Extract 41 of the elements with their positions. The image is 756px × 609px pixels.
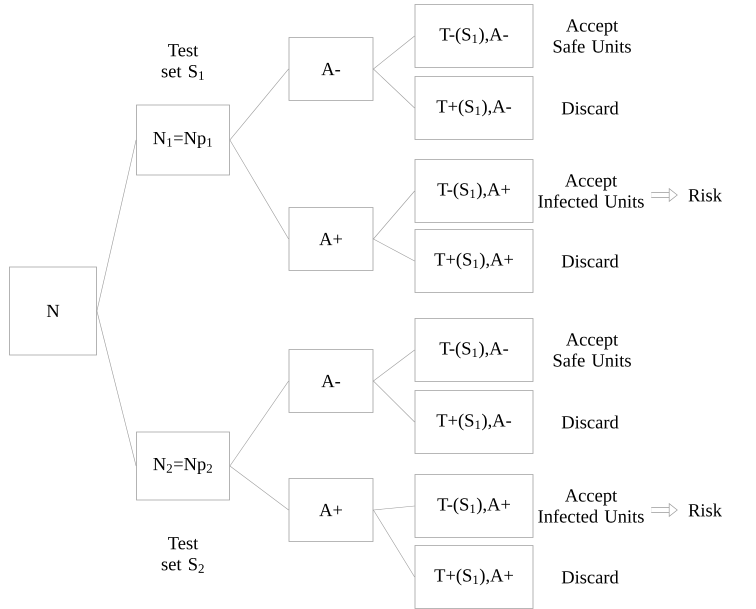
outcome-label: Risk [688, 188, 722, 202]
tree-box: T+(S$_{1}$),A+ [414, 229, 534, 293]
tree-box: T+(S$_{1}$),A- [414, 390, 534, 454]
side-label: Accept Safe Units [554, 333, 631, 367]
tree-box: N$_{2}$=Np$_{2}$ [136, 432, 230, 500]
side-label: Discard [562, 570, 619, 584]
outcome-label: Accept Infected Units [538, 489, 644, 523]
tree-box: A- [288, 349, 374, 413]
tree-box: T-(S$_{1}$),A- [414, 4, 534, 68]
tree-box: N [9, 266, 97, 356]
connector-line [373, 380, 415, 422]
connector-line [96, 310, 136, 466]
connector-line [373, 238, 415, 262]
connector-line [373, 506, 415, 510]
side-label: Discard [562, 101, 619, 114]
connector-line [230, 68, 289, 140]
outcome-label: Risk [688, 503, 722, 516]
tree-box: T+(S$_{1}$),A- [414, 76, 534, 140]
side-label: Accept Safe Units [554, 19, 631, 53]
connector-line [230, 380, 289, 466]
connector-line [373, 350, 415, 382]
tree-box: T-(S$_{1}$),A+ [414, 474, 534, 538]
connector-line [96, 140, 136, 312]
connector-line [373, 510, 415, 578]
connector-line [373, 36, 415, 70]
side-label: Test set S$_{2}$ [162, 537, 204, 573]
side-label: Discard [562, 415, 619, 428]
tree-box: A- [288, 37, 374, 101]
connector-line [230, 466, 289, 510]
side-label: Test set S$_{1}$ [162, 44, 204, 80]
tree-box: T+(S$_{1}$),A+ [414, 545, 534, 609]
connector-line [230, 140, 289, 240]
connector-line [373, 68, 415, 108]
outcome-label: Accept Infected Units [538, 174, 644, 208]
tree-box: A+ [288, 478, 374, 542]
connector-line [373, 190, 415, 240]
tree-box: A+ [288, 207, 374, 271]
tree-box: T-(S$_{1}$),A+ [414, 159, 534, 223]
tree-box: T-(S$_{1}$),A- [414, 318, 534, 382]
tree-box: N$_{1}$=Np$_{1}$ [136, 104, 230, 176]
side-label: Discard [562, 254, 619, 268]
